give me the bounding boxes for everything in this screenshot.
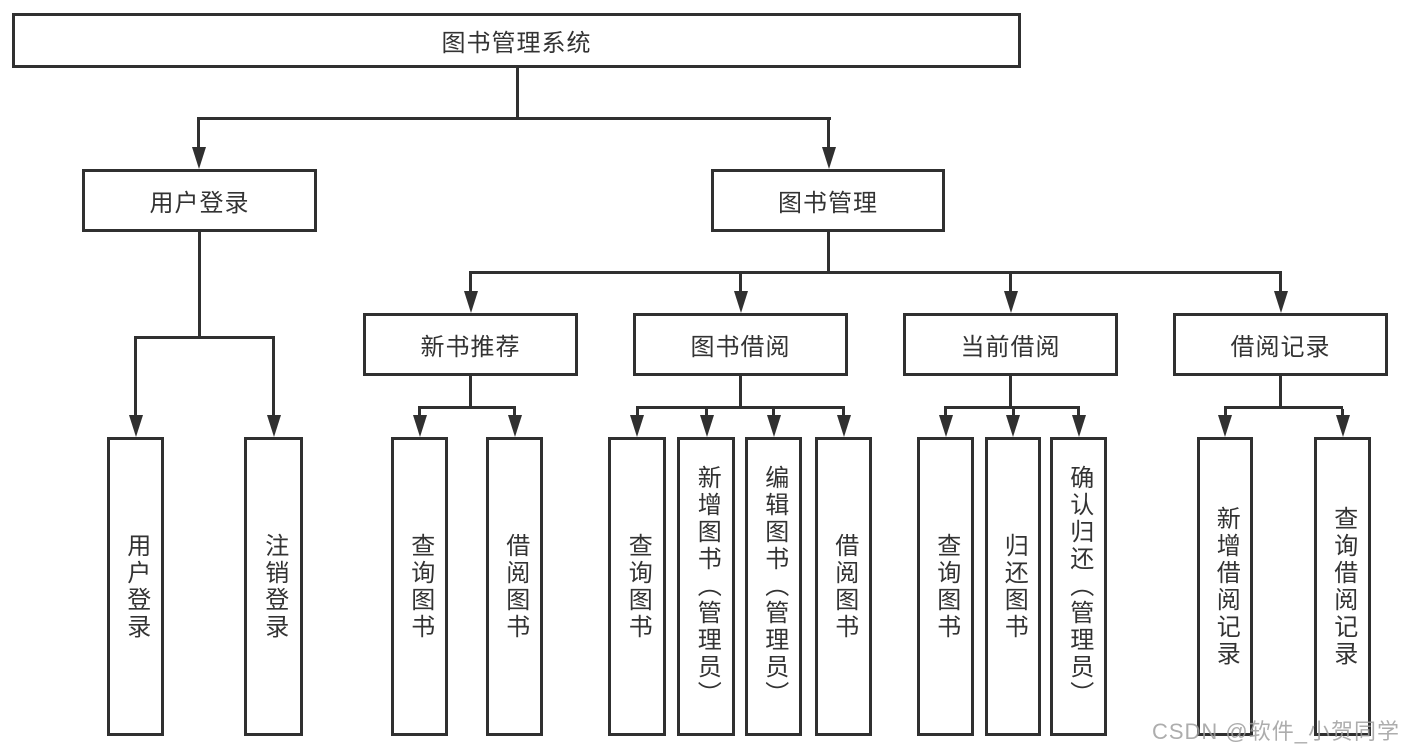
arrow-to-leaf-borrow-book-2	[836, 415, 851, 437]
connector-user-login-branch	[134, 336, 275, 339]
connector-book-mgmt-stub-1	[469, 274, 472, 292]
leaf-borrow-book-2: 借阅图书	[815, 437, 872, 736]
connector-root-left-stub	[197, 120, 200, 148]
leaf-label: 查询借阅记录	[1329, 505, 1357, 668]
connector-root-drop	[515, 68, 519, 118]
arrow-to-leaf-confirm-return	[1071, 415, 1086, 437]
connector-current-borrow-stub-1	[944, 409, 947, 417]
connector-current-borrow-stub-3	[1077, 409, 1080, 417]
leaf-label: 编辑图书（管理员）	[760, 465, 788, 708]
connector-book-mgmt-stub-4	[1279, 274, 1282, 292]
connector-root-right-stub	[827, 120, 830, 148]
connector-book-mgmt-stub-3	[1009, 274, 1012, 292]
arrow-to-book-management	[821, 147, 836, 169]
node-library-management-system: 图书管理系统	[12, 13, 1021, 68]
connector-book-borrow-stub-2	[705, 409, 708, 417]
connector-new-book-stub-1	[418, 409, 421, 417]
watermark: CSDN @软件_小贺同学	[1151, 719, 1400, 744]
leaf-return-book: 归还图书	[985, 437, 1041, 736]
connector-new-book-drop	[469, 376, 472, 406]
leaf-user-login: 用户登录	[107, 437, 164, 736]
connector-book-borrow-stub-3	[772, 409, 775, 417]
leaf-label: 查询图书	[406, 532, 434, 641]
arrow-to-user-login	[191, 147, 206, 169]
leaf-confirm-return-admin: 确认归还（管理员）	[1050, 437, 1107, 736]
leaf-label: 确认归还（管理员）	[1065, 465, 1093, 708]
arrow-to-leaf-borrow-book-1	[507, 415, 522, 437]
leaf-query-book-2: 查询图书	[608, 437, 666, 736]
connector-user-login-stub-1	[134, 339, 137, 416]
connector-current-borrow-branch	[944, 406, 1080, 409]
arrow-to-leaf-edit-book	[766, 415, 781, 437]
node-user-login: 用户登录	[82, 169, 317, 232]
connector-book-borrow-branch	[635, 406, 845, 409]
connector-new-book-branch	[418, 406, 516, 409]
connector-book-borrow-stub-1	[635, 409, 639, 417]
node-borrow-records: 借阅记录	[1173, 313, 1388, 376]
connector-root-branch	[197, 117, 831, 120]
leaf-logout: 注销登录	[244, 437, 303, 736]
leaf-add-borrow-record: 新增借阅记录	[1197, 437, 1253, 736]
leaf-label: 借阅图书	[501, 532, 529, 641]
connector-borrow-records-stub-2	[1341, 409, 1344, 417]
connector-book-mgmt-stub-2	[739, 274, 742, 292]
leaf-label: 新增借阅记录	[1212, 505, 1240, 668]
connector-book-borrow-stub-4	[842, 409, 845, 417]
connector-current-borrow-stub-2	[1011, 409, 1015, 417]
arrow-to-leaf-query-book-2	[630, 415, 644, 437]
arrow-to-current-borrow	[1003, 291, 1018, 313]
arrow-to-leaf-return-book	[1006, 415, 1020, 437]
leaf-label: 查询图书	[624, 532, 652, 641]
leaf-borrow-book-1: 借阅图书	[486, 437, 543, 736]
leaf-edit-book-admin: 编辑图书（管理员）	[745, 437, 802, 736]
leaf-query-book-1: 查询图书	[391, 437, 448, 736]
arrow-to-borrow-records	[1273, 291, 1288, 313]
connector-book-mgmt-branch	[469, 271, 1282, 274]
connector-book-mgmt-drop	[826, 232, 830, 271]
leaf-label: 查询图书	[932, 532, 960, 641]
node-new-book-recommend: 新书推荐	[363, 313, 578, 376]
connector-borrow-records-drop	[1279, 376, 1282, 406]
arrow-to-leaf-user-login	[128, 415, 143, 437]
leaf-label: 用户登录	[122, 532, 150, 641]
leaf-query-book-3: 查询图书	[917, 437, 974, 736]
connector-book-borrow-drop	[739, 376, 742, 406]
arrow-to-new-book-recommend	[463, 291, 478, 313]
node-current-borrow: 当前借阅	[903, 313, 1118, 376]
arrow-to-leaf-query-borrow-record	[1335, 415, 1350, 437]
arrow-to-book-borrow	[733, 291, 748, 313]
connector-borrow-records-branch	[1223, 406, 1343, 409]
connector-user-login-stub-2	[272, 339, 275, 416]
connector-new-book-stub-2	[513, 409, 516, 417]
node-book-borrow: 图书借阅	[633, 313, 848, 376]
connector-current-borrow-drop	[1009, 376, 1012, 406]
leaf-label: 借阅图书	[830, 532, 858, 641]
leaf-label: 归还图书	[1000, 532, 1028, 641]
connector-user-login-drop	[198, 232, 201, 336]
leaf-query-borrow-record: 查询借阅记录	[1314, 437, 1371, 736]
leaf-add-book-admin: 新增图书（管理员）	[677, 437, 735, 736]
arrow-to-leaf-add-book	[699, 415, 714, 437]
node-book-management: 图书管理	[711, 169, 945, 232]
leaf-label: 注销登录	[260, 532, 288, 641]
connector-borrow-records-stub-1	[1223, 409, 1227, 417]
leaf-label: 新增图书（管理员）	[693, 465, 721, 708]
arrow-to-leaf-query-book-1	[412, 415, 427, 437]
arrow-to-leaf-logout	[266, 415, 281, 437]
arrow-to-leaf-add-borrow-record	[1218, 415, 1232, 437]
arrow-to-leaf-query-book-3	[938, 415, 953, 437]
